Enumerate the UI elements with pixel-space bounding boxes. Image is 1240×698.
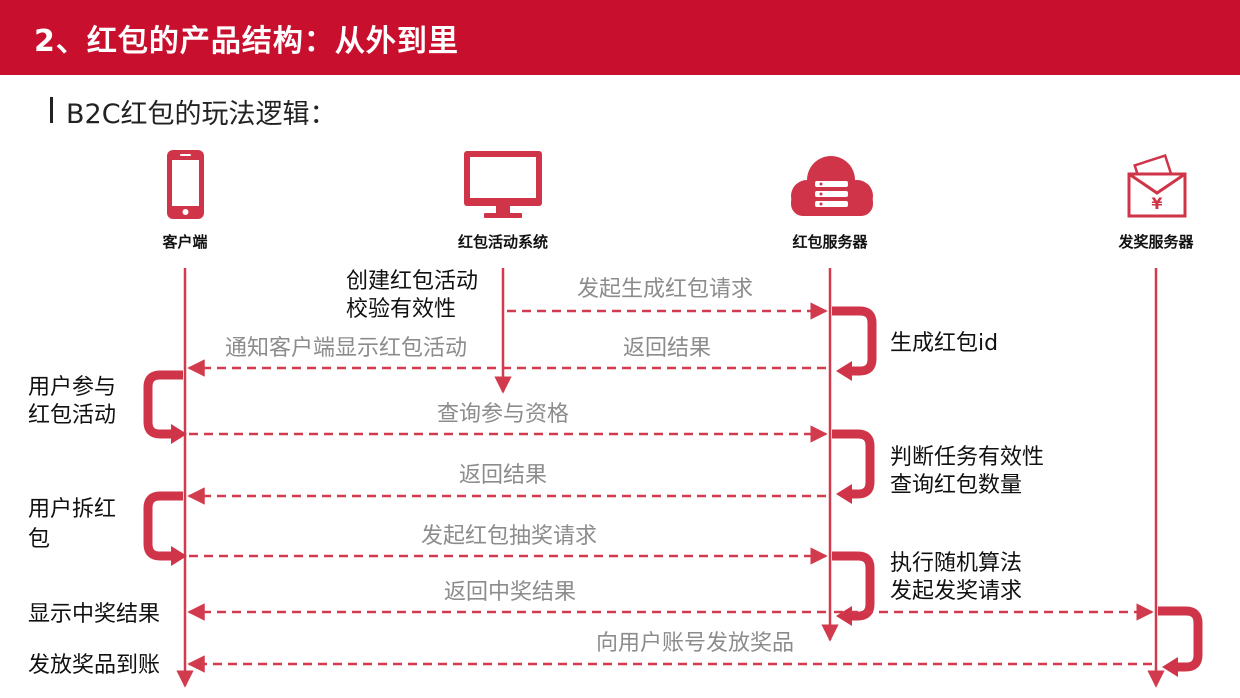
- note-user-open-2: 包: [28, 527, 50, 552]
- lane-label-redpacket-server: 红包服务器: [792, 233, 868, 251]
- self-loop-draw: [832, 551, 875, 621]
- message-label: 发起红包抽奖请求: [421, 524, 597, 549]
- section-subtitle: B2C红包的玩法逻辑：: [66, 99, 337, 130]
- message-label: 发起生成红包请求: [577, 277, 753, 302]
- self-loop-user-join: [143, 370, 183, 439]
- prize-envelope-icon: ¥: [1127, 153, 1187, 218]
- note-user-open-1: 用户拆红: [28, 497, 116, 522]
- note-draw-2: 发起发奖请求: [890, 579, 1022, 604]
- page-title: 2、红包的产品结构：从外到里: [34, 24, 459, 59]
- message-label: 返回结果: [459, 463, 547, 488]
- header-banner: 2、红包的产品结构：从外到里: [0, 0, 1240, 75]
- note-judge-2: 查询红包数量: [890, 473, 1022, 498]
- self-loop-user-open: [143, 491, 183, 561]
- self-loop-judge: [832, 429, 875, 499]
- message-label: 向用户账号发放奖品: [596, 631, 794, 656]
- note-user-join-1: 用户参与: [28, 375, 116, 400]
- lane-label-client: 客户端: [161, 233, 207, 251]
- message-label: 通知客户端显示红包活动: [225, 336, 467, 361]
- smartphone-icon: [167, 150, 204, 219]
- note-show-result: 显示中奖结果: [28, 602, 160, 627]
- self-loop-deliver: [1158, 606, 1203, 672]
- subtitle-marker: [50, 97, 53, 123]
- message-label: 查询参与资格: [437, 402, 569, 427]
- note-judge-1: 判断任务有效性: [890, 445, 1044, 470]
- svg-text:¥: ¥: [1151, 194, 1162, 213]
- note-draw-1: 执行随机算法: [890, 551, 1022, 576]
- cloud-server-icon: [791, 156, 873, 216]
- lane-label-prize-server: 发奖服务器: [1117, 233, 1194, 251]
- note-user-join-2: 红包活动: [28, 403, 116, 428]
- message-label: 返回结果: [623, 336, 711, 361]
- note-generate-id: 生成红包id: [890, 331, 998, 356]
- note-deliver: 发放奖品到账: [28, 653, 160, 678]
- message-label: 返回中奖结果: [444, 580, 576, 605]
- note-activity-create-1: 创建红包活动: [346, 269, 478, 294]
- note-activity-create-2: 校验有效性: [346, 297, 456, 322]
- monitor-icon: [464, 151, 542, 218]
- self-loop-generate-id: [832, 306, 877, 376]
- lane-label-activity-system: 红包活动系统: [458, 233, 548, 251]
